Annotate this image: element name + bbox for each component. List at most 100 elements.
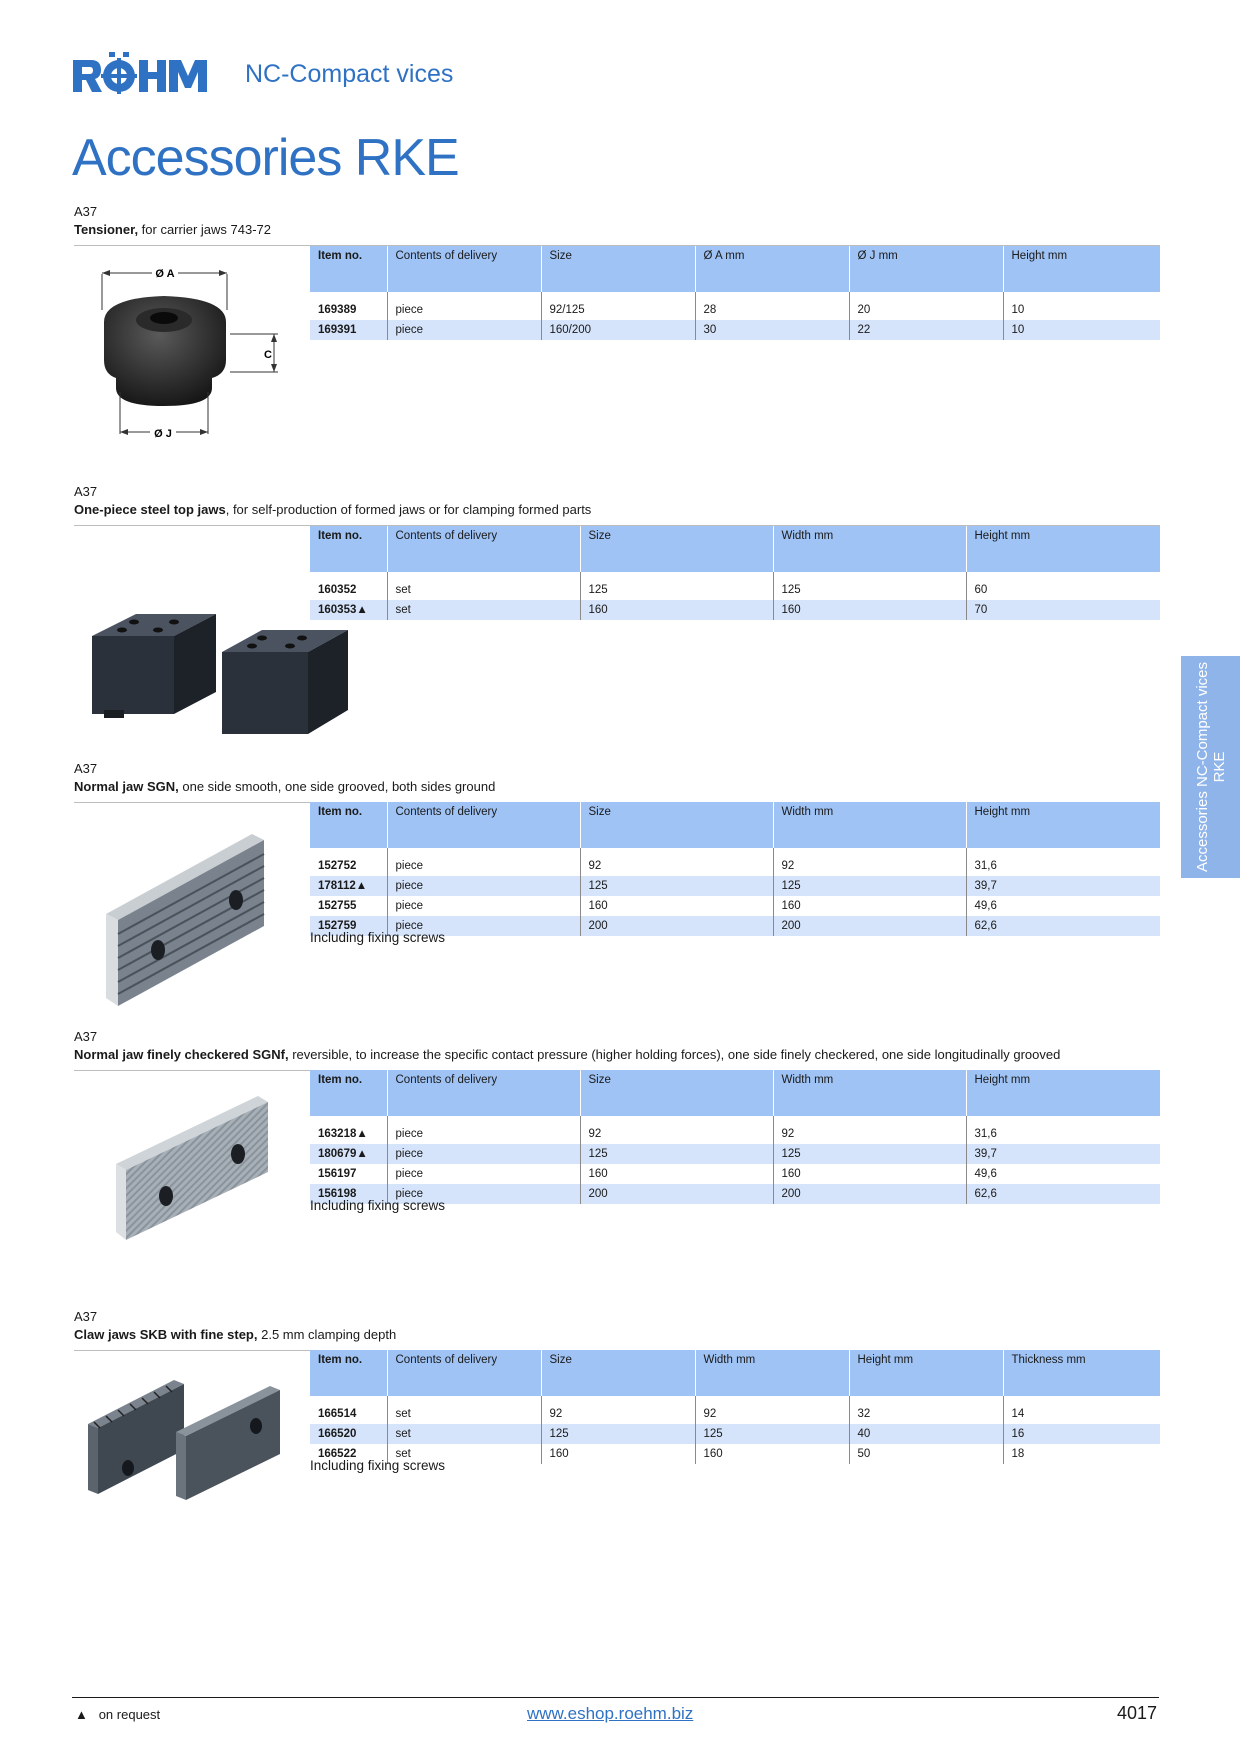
table-cell: 160 <box>579 1164 773 1184</box>
column-header: Width mm <box>772 1070 966 1116</box>
table-cell: set <box>386 580 580 600</box>
item-number: 178112▲ <box>310 876 387 896</box>
table-cell: 32 <box>848 1404 1003 1424</box>
table-row: 166522 set 160 160 50 18 <box>310 1444 1160 1464</box>
table-cell: piece <box>386 1124 580 1144</box>
item-number: 169389 <box>318 304 357 316</box>
section-code: A37 <box>74 204 98 219</box>
dimension-label-j: Ø J <box>154 428 172 440</box>
table-cell: 70 <box>965 600 1160 620</box>
table-header-row: Item no. Contents of delivery Size Width… <box>310 526 1160 572</box>
table-cell: 62,6 <box>965 1184 1160 1204</box>
table-cell: 125 <box>579 876 773 896</box>
column-header: Contents of delivery <box>386 526 580 572</box>
column-header: Size <box>540 246 695 292</box>
table-header-row: Item no. Contents of delivery Size Ø A m… <box>310 246 1160 292</box>
table-cell: 125 <box>579 1144 773 1164</box>
item-number: 152755 <box>318 900 357 912</box>
normal-jaw-sgnf-table: Item no. Contents of delivery Size Width… <box>310 1070 1160 1204</box>
column-header: Ø J mm <box>848 246 1003 292</box>
table-row: 160353▲ set 160 160 70 <box>310 600 1160 620</box>
section-title-bold: Claw jaws SKB with fine step, <box>74 1327 258 1342</box>
table-cell: 200 <box>772 1184 966 1204</box>
table-note: Including fixing screws <box>310 930 446 945</box>
catalog-subtitle: NC-Compact vices <box>245 60 454 88</box>
section-code: A37 <box>74 761 98 776</box>
top-jaws-image <box>92 614 348 734</box>
table-cell: piece <box>386 856 580 876</box>
table-cell: 160 <box>579 896 773 916</box>
table-cell: set <box>386 1444 541 1464</box>
table-cell: 160 <box>694 1444 849 1464</box>
item-number: 152752 <box>318 860 357 872</box>
column-header: Size <box>540 1350 695 1396</box>
table-cell: 14 <box>1002 1404 1160 1424</box>
table-cell: 200 <box>579 1184 773 1204</box>
table-cell: 160 <box>772 1164 966 1184</box>
table-note: Including fixing screws <box>310 1198 446 1213</box>
section-code: A37 <box>74 1309 98 1324</box>
table-cell: 10 <box>1002 300 1160 320</box>
column-header: Contents of delivery <box>386 1070 580 1116</box>
section-title-bold: One-piece steel top jaws <box>74 502 226 517</box>
table-row: 166520 set 125 125 40 16 <box>310 1424 1160 1444</box>
item-number: 156198 <box>310 1184 387 1204</box>
table-cell: 160 <box>772 600 966 620</box>
table-cell: set <box>386 1424 541 1444</box>
column-header: Contents of delivery <box>386 1350 541 1396</box>
table-cell: piece <box>386 896 580 916</box>
table-cell: 92 <box>694 1404 849 1424</box>
claw-jaws-skb-image <box>88 1380 280 1500</box>
table-cell: 160/200 <box>540 320 695 340</box>
table-cell: piece <box>386 320 541 340</box>
dimension-label-c: C <box>264 349 272 361</box>
table-cell: 92 <box>579 856 773 876</box>
section-divider <box>74 245 1160 246</box>
eshop-link[interactable]: www.eshop.roehm.biz <box>527 1704 694 1723</box>
table-cell: 92 <box>772 856 966 876</box>
table-row: 178112▲ piece 125 125 39,7 <box>310 876 1160 896</box>
section-title: Normal jaw SGN, one side smooth, one sid… <box>74 779 495 794</box>
column-header: Contents of delivery <box>386 802 580 848</box>
table-cell: 125 <box>540 1424 695 1444</box>
table-cell: 200 <box>772 916 966 936</box>
section-title-rest: for carrier jaws 743-72 <box>138 222 272 237</box>
table-note: Including fixing screws <box>310 1458 446 1473</box>
table-header-row: Item no. Contents of delivery Size Width… <box>310 1070 1160 1116</box>
table-cell: 62,6 <box>965 916 1160 936</box>
table-cell: piece <box>386 300 541 320</box>
section-divider <box>74 525 1160 526</box>
table-row: 160352 set 125 125 60 <box>310 580 1160 600</box>
table-cell: 160 <box>540 1444 695 1464</box>
section-title-bold: Normal jaw finely checkered SGNf, <box>74 1047 289 1062</box>
column-header: Width mm <box>772 526 966 572</box>
table-cell: 22 <box>848 320 1003 340</box>
footer-divider <box>72 1697 1159 1698</box>
column-header: Height mm <box>965 802 1160 848</box>
table-cell: 92 <box>579 1124 773 1144</box>
table-cell: piece <box>386 1144 580 1164</box>
table-row: 166514 set 92 92 32 14 <box>310 1404 1160 1424</box>
column-header: Height mm <box>965 526 1160 572</box>
section-title-rest: , for self-production of formed jaws or … <box>225 502 592 517</box>
dimension-label-a: Ø A <box>155 268 174 280</box>
table-cell: 125 <box>694 1424 849 1444</box>
table-cell: 50 <box>848 1444 1003 1464</box>
table-cell: 60 <box>965 580 1160 600</box>
table-cell: 28 <box>694 300 849 320</box>
column-header: Item no. <box>310 1350 387 1396</box>
table-cell: 39,7 <box>965 876 1160 896</box>
section-title-bold: Normal jaw SGN, <box>74 779 179 794</box>
section-title-rest: reversible, to increase the specific con… <box>288 1047 1061 1062</box>
item-number: 169391 <box>310 320 387 340</box>
top-jaws-table: Item no. Contents of delivery Size Width… <box>310 526 1160 620</box>
table-row: 152755 piece 160 160 49,6 <box>310 896 1160 916</box>
table-cell: 18 <box>1002 1444 1160 1464</box>
item-number: 163218▲ <box>318 1128 368 1140</box>
table-cell: piece <box>386 1184 580 1204</box>
column-header: Item no. <box>310 802 387 848</box>
table-cell: 10 <box>1002 320 1160 340</box>
column-header: Ø A mm <box>694 246 849 292</box>
normal-jaw-sgnf-image <box>116 1096 268 1240</box>
section-title-bold: Tensioner, <box>74 222 139 237</box>
